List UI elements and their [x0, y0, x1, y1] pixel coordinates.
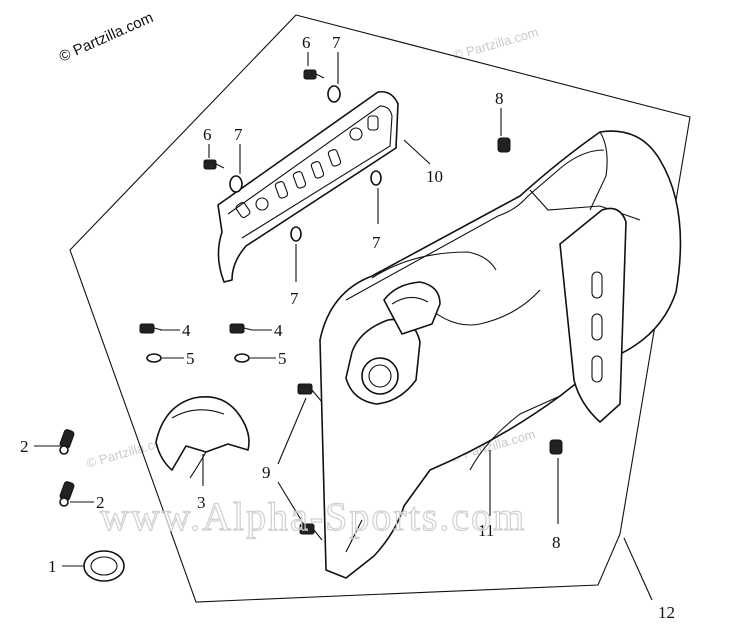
nut-7-upper — [327, 85, 341, 103]
bolt-9-lower — [299, 523, 323, 541]
callout-4-right: 4 — [274, 321, 283, 340]
bolt-4-left — [139, 323, 163, 334]
muffler-body — [319, 130, 682, 579]
bolt-2-upper — [59, 429, 75, 455]
faint-watermark-top: © Partzilla.com — [452, 24, 540, 63]
bolt-6-lower — [203, 159, 225, 170]
callout-4-left: 4 — [182, 321, 191, 340]
callout-9: 9 — [262, 463, 271, 482]
nut-7-lower — [229, 175, 243, 193]
callout-2-lower: 2 — [96, 493, 105, 512]
bolt-8-lower — [549, 439, 563, 455]
washer-5-left — [146, 353, 162, 363]
bolt-2-lower — [59, 481, 75, 507]
copyright-watermark: © Partzilla.com — [57, 9, 156, 66]
callout-5-right: 5 — [278, 349, 287, 368]
callout-7-mid: 7 — [372, 233, 381, 252]
alpha-sports-watermark: www.Alpha-Sports.com — [100, 494, 526, 539]
bolt-8-upper — [497, 137, 511, 153]
washer-5-right — [234, 353, 250, 363]
bolt-9-upper — [297, 383, 323, 403]
assembly-boundary — [69, 14, 691, 603]
callout-11: 11 — [478, 521, 494, 540]
callout-labels: 1 2 2 3 4 4 5 5 6 6 7 7 7 7 8 8 9 10 11 … — [20, 33, 675, 622]
bolt-4-right — [229, 323, 253, 334]
gasket — [83, 550, 125, 582]
callout-12: 12 — [658, 603, 675, 622]
callout-8-upper: 8 — [495, 89, 504, 108]
heat-shield — [217, 90, 399, 283]
callout-6-upper: 6 — [302, 33, 311, 52]
callout-6-lower: 6 — [203, 125, 212, 144]
leader-lines — [34, 52, 653, 601]
callout-5-left: 5 — [186, 349, 195, 368]
callout-7-upper: 7 — [332, 33, 341, 52]
exhaust-cover — [155, 396, 250, 479]
bolt-6-upper — [303, 69, 325, 80]
callout-1: 1 — [48, 557, 57, 576]
nut-7-bottom — [290, 226, 302, 242]
callout-7-lower: 7 — [234, 125, 243, 144]
callout-3: 3 — [197, 493, 206, 512]
callout-7-bottom: 7 — [290, 289, 299, 308]
callout-2-upper: 2 — [20, 437, 29, 456]
callout-10: 10 — [426, 167, 443, 186]
nut-7-mid — [370, 170, 382, 186]
callout-8-lower: 8 — [552, 533, 561, 552]
